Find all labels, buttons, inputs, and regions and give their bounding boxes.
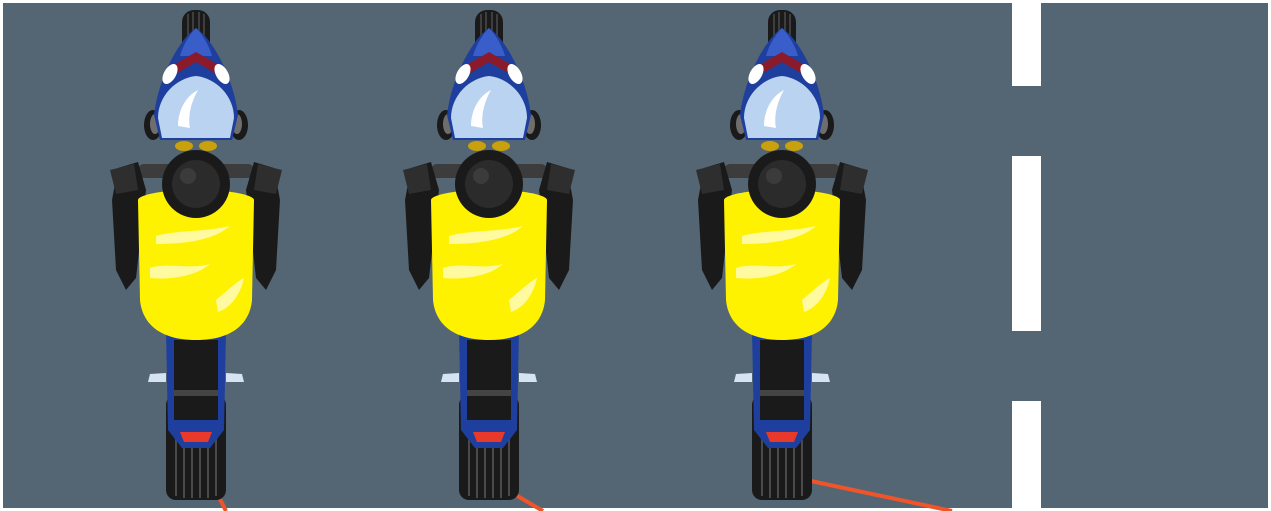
lane-marking-dash bbox=[1012, 156, 1041, 331]
lane-marking-dash bbox=[1012, 0, 1041, 86]
lane-marking-dash bbox=[1012, 401, 1041, 511]
